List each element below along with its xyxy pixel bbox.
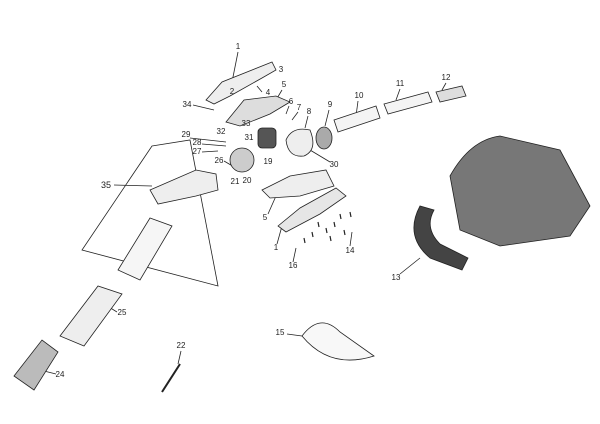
kit-outline-35 [81,139,219,287]
callout-15: 15 [275,328,285,337]
callout-31: 31 [244,133,254,142]
part-tube-10 [333,105,381,133]
part-housing-lower [261,169,335,199]
callout-10: 10 [354,91,364,100]
callout-26: 26 [214,156,224,165]
callout-5b: 5 [262,213,268,222]
callout-1b: 1 [273,243,279,252]
callout-5: 5 [281,80,287,89]
callout-9: 9 [327,100,333,109]
callout-14: 14 [345,246,355,255]
callout-30: 30 [329,160,339,169]
callout-3: 3 [278,65,284,74]
callout-27: 27 [192,147,202,156]
part-housing-5 [225,95,291,127]
callout-25: 25 [117,308,127,317]
callout-11: 11 [395,79,405,88]
callout-20: 20 [242,176,252,185]
callout-8: 8 [306,107,312,116]
callout-21: 21 [230,177,240,186]
part-ring [315,126,333,150]
part-screws [303,211,352,244]
part-volute [285,128,314,157]
callout-13: 13 [391,273,401,282]
part-nozzle-12 [435,85,467,103]
callout-22: 22 [176,341,186,350]
callout-12: 12 [441,73,451,82]
part-tube-11 [383,91,433,115]
callout-7: 7 [296,103,302,112]
part-bag-hose [413,205,469,271]
part-handle-lower [277,187,347,233]
callout-19: 19 [263,157,273,166]
part-kit-handle [149,169,219,205]
part-housing-upper [205,61,277,105]
part-kit-tube [117,217,173,281]
part-collection-bag [449,135,591,247]
callout-2: 2 [229,87,235,96]
part-strap [301,322,375,361]
callout-33: 33 [241,119,251,128]
part-motor [257,127,277,149]
callout-34: 34 [182,100,192,109]
part-fan [229,147,255,173]
callout-29: 29 [181,130,191,139]
callout-4: 4 [265,88,271,97]
callout-35: 35 [100,180,112,190]
part-rod [161,363,181,393]
callout-24: 24 [55,370,65,379]
callout-16: 16 [288,261,298,270]
part-vac-nozzle [13,339,59,391]
callout-32: 32 [216,127,226,136]
callout-28: 28 [192,138,202,147]
callout-1: 1 [235,42,241,51]
leader-lines [39,51,447,375]
callout-6: 6 [288,97,294,106]
part-vac-tube [59,285,123,347]
